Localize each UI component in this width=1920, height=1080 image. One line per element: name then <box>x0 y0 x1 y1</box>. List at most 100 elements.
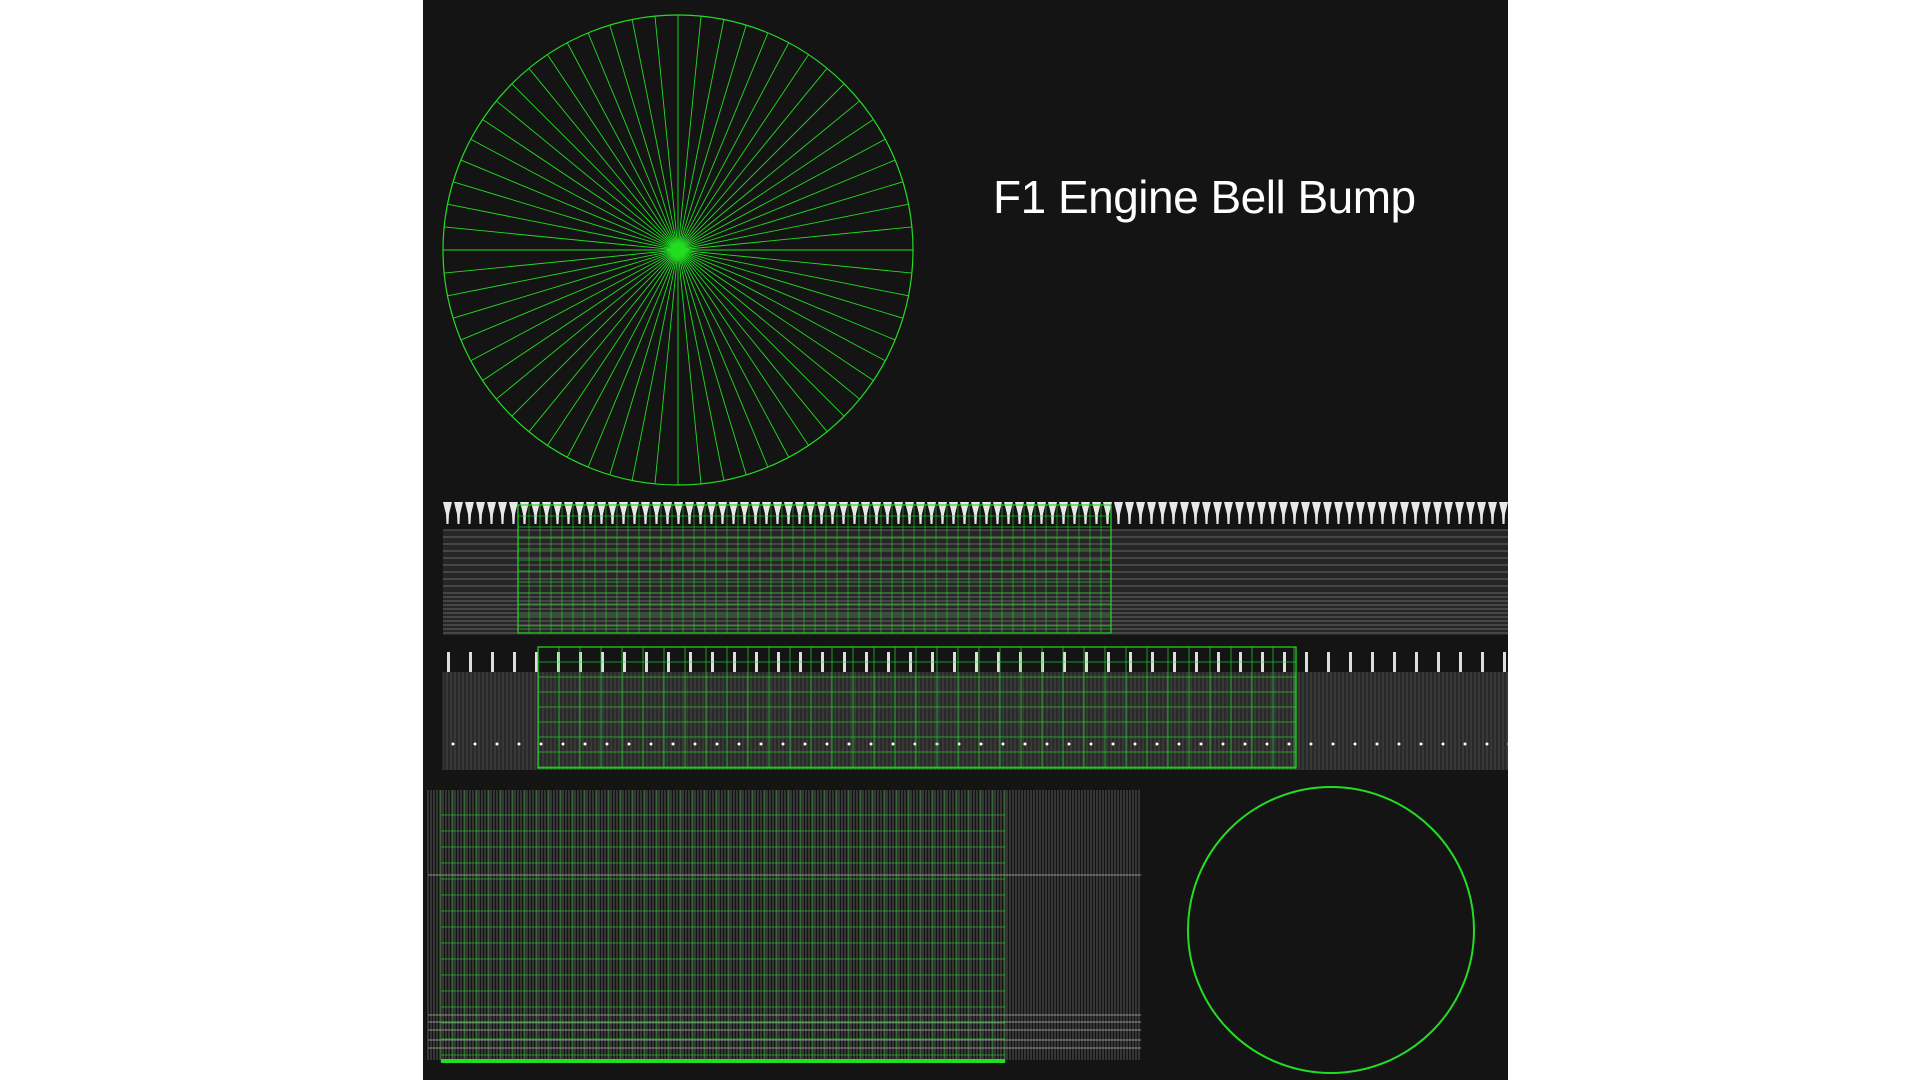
strip-tooth <box>1477 502 1486 524</box>
disc-spoke <box>654 16 679 251</box>
strip-tooth <box>1455 502 1464 524</box>
strip-tooth <box>1070 502 1079 524</box>
strip-tooth <box>663 502 672 524</box>
disc-spoke <box>677 249 896 341</box>
strip-middle-notch <box>1437 652 1440 672</box>
strip-middle-dot <box>759 742 763 746</box>
strip-tooth <box>850 502 859 524</box>
strip-middle-dot <box>583 742 587 746</box>
strip-tooth <box>520 502 529 524</box>
disc-spoke <box>677 249 845 417</box>
strip-middle-dot <box>1001 742 1005 746</box>
strip-middle-notch <box>513 652 516 672</box>
strip-tooth <box>1334 502 1343 524</box>
strip-tooth <box>1411 502 1420 524</box>
strip-middle-dot <box>1221 742 1225 746</box>
strip-middle-dot <box>1243 742 1247 746</box>
strip-middle-notch <box>1305 652 1308 672</box>
disc-spoke <box>677 249 912 274</box>
strip-tooth <box>817 502 826 524</box>
strip-tooth <box>916 502 925 524</box>
sheet-title: F1 Engine Bell Bump <box>993 171 1416 223</box>
strip-middle-notch <box>1393 652 1396 672</box>
strip-tooth <box>630 502 639 524</box>
strip-middle-dot <box>1177 742 1181 746</box>
strip-middle-dot <box>649 742 653 746</box>
strip-tooth <box>982 502 991 524</box>
disc-spoke <box>677 119 874 251</box>
strip-tooth <box>883 502 892 524</box>
disc-spoke <box>547 249 679 446</box>
strip-middle-dot <box>1089 742 1093 746</box>
strip-tooth <box>1103 502 1112 524</box>
strip-middle-dot <box>1045 742 1049 746</box>
strip-tooth <box>1268 502 1277 524</box>
disc-spoke <box>677 159 896 251</box>
disc-spoke <box>482 249 679 381</box>
strip-tooth <box>1400 502 1409 524</box>
strip-tooth <box>1004 502 1013 524</box>
strip-middle-dot <box>495 742 499 746</box>
radial-disc-island <box>442 14 914 486</box>
disc-spoke <box>482 119 679 251</box>
strip-tooth <box>531 502 540 524</box>
strip-middle-dot <box>1133 742 1137 746</box>
strip-tooth <box>1499 502 1508 524</box>
strip-tooth <box>1246 502 1255 524</box>
strip-tooth <box>1224 502 1233 524</box>
strip-tooth <box>674 502 683 524</box>
strip-middle-dot <box>1353 742 1357 746</box>
strip-middle-dot <box>979 742 983 746</box>
strip-middle-dot <box>1199 742 1203 746</box>
disc-spoke <box>470 249 679 362</box>
strip-tooth <box>1136 502 1145 524</box>
strip-middle-dot <box>1485 742 1489 746</box>
strip-tooth <box>1169 502 1178 524</box>
strip-middle-dot <box>1155 742 1159 746</box>
disc-spoke <box>677 203 909 251</box>
strip-middle-dot <box>693 742 697 746</box>
strip-tooth <box>1433 502 1442 524</box>
texture-sheet: F1 Engine Bell Bump <box>423 0 1508 1080</box>
strip-tooth <box>1037 502 1046 524</box>
strip-tooth <box>1323 502 1332 524</box>
strip-middle-dot <box>1375 742 1379 746</box>
strip-tooth <box>740 502 749 524</box>
strip-middle-dot <box>715 742 719 746</box>
strip-tooth <box>542 502 551 524</box>
disc-spoke <box>677 249 747 476</box>
disc-spoke <box>677 249 702 484</box>
strip-tooth <box>1026 502 1035 524</box>
bell-skin-block-island <box>427 790 1141 1063</box>
disc-spoke <box>677 181 904 251</box>
disc-spoke <box>566 249 679 458</box>
disc-hub <box>671 243 685 257</box>
disc-spoke <box>460 249 679 341</box>
strip-tooth <box>1488 502 1497 524</box>
disc-spoke <box>677 138 886 251</box>
strip-middle-notch <box>1349 652 1352 672</box>
strip-tooth <box>641 502 650 524</box>
ring-outline-island <box>1187 786 1475 1074</box>
strip-tooth <box>762 502 771 524</box>
strip-tooth <box>949 502 958 524</box>
strip-tooth <box>1367 502 1376 524</box>
strip-tooth <box>1422 502 1431 524</box>
strip-middle-dot <box>671 742 675 746</box>
strip-tooth <box>1213 502 1222 524</box>
disc-spoke <box>677 54 809 251</box>
strip-middle-dot <box>451 742 455 746</box>
strip-tooth <box>487 502 496 524</box>
disc-spoke <box>654 249 679 484</box>
strip-tooth <box>828 502 837 524</box>
strip-tooth <box>465 502 474 524</box>
strip-middle-notch <box>1481 652 1484 672</box>
strip-tooth <box>1235 502 1244 524</box>
strip-middle-dot <box>473 742 477 746</box>
disc-spoke <box>677 16 702 251</box>
disc-spoke <box>631 19 679 251</box>
strip-tooth <box>1290 502 1299 524</box>
strip-middle-notch <box>447 652 450 672</box>
disc-spoke <box>677 249 790 458</box>
strip-tooth <box>1378 502 1387 524</box>
